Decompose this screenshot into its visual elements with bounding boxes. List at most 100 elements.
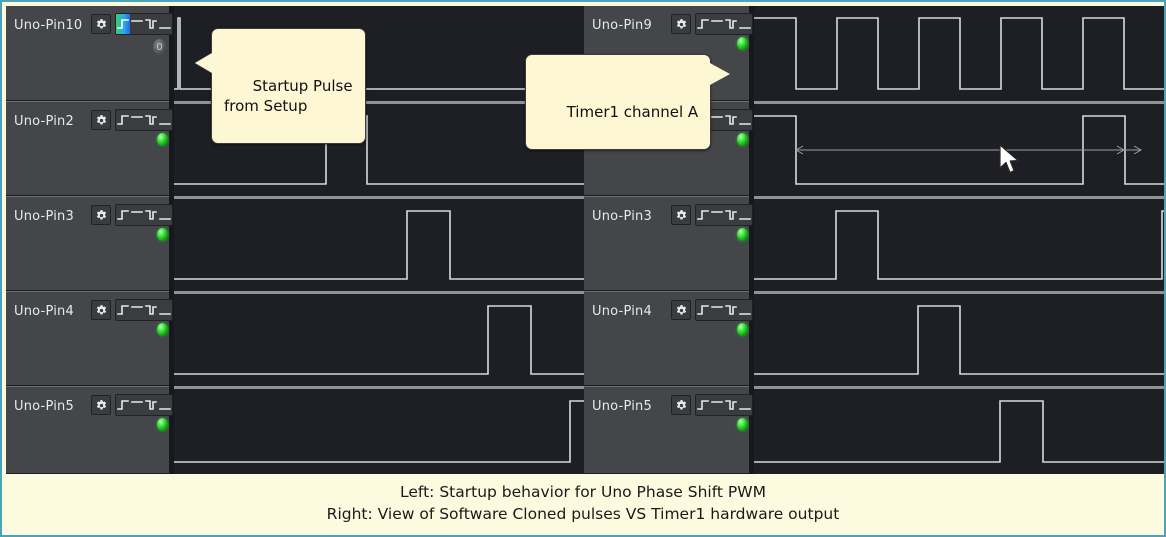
falling-edge-icon[interactable] <box>144 14 158 34</box>
rising-edge-icon[interactable] <box>696 14 710 34</box>
channel-name-label: Uno-Pin10 <box>14 18 83 33</box>
waveform-trace <box>174 294 584 386</box>
high-level-icon[interactable] <box>710 205 724 225</box>
waveform-trace <box>754 294 1164 386</box>
falling-edge-icon[interactable] <box>724 300 738 320</box>
channel-label-pane[interactable]: Uno-Pin5 <box>6 386 173 474</box>
falling-edge-icon[interactable] <box>724 205 738 225</box>
channel-icon-bar <box>91 13 173 35</box>
waveform-plot[interactable] <box>754 386 1164 474</box>
channel-label-pane[interactable]: Uno-Pin4 <box>6 291 173 386</box>
trigger-mode-buttons <box>115 204 173 226</box>
low-level-icon[interactable] <box>738 14 752 34</box>
channel-icon-bar <box>91 299 173 321</box>
waveform-trace <box>754 199 1164 291</box>
callout-startup-pulse: Startup Pulse from Setup <box>195 28 366 144</box>
gear-icon[interactable] <box>91 205 111 225</box>
rising-edge-icon[interactable] <box>116 300 130 320</box>
waveform-trace <box>754 6 1164 101</box>
low-level-icon[interactable] <box>158 205 172 225</box>
low-level-icon[interactable] <box>158 14 172 34</box>
callout-startup-text: Startup Pulse from Setup <box>224 77 353 115</box>
gear-icon[interactable] <box>671 205 691 225</box>
channel-name-label: Uno-Pin3 <box>592 209 652 224</box>
gear-icon[interactable] <box>671 14 691 34</box>
high-level-icon[interactable] <box>130 395 144 415</box>
gear-icon[interactable] <box>91 14 111 34</box>
falling-edge-icon[interactable] <box>144 110 158 130</box>
high-level-icon[interactable] <box>130 300 144 320</box>
rising-edge-icon[interactable] <box>116 110 130 130</box>
high-level-icon[interactable] <box>130 110 144 130</box>
low-level-icon[interactable] <box>738 395 752 415</box>
trigger-mode-buttons <box>695 204 753 226</box>
callout-timer-text: Timer1 channel A <box>566 103 699 121</box>
high-level-icon[interactable] <box>710 300 724 320</box>
rising-edge-icon[interactable] <box>116 205 130 225</box>
channel-row: Uno-Pin5 <box>584 386 1164 474</box>
led-indicator-icon <box>157 133 168 146</box>
falling-edge-icon[interactable] <box>724 395 738 415</box>
waveform-plot[interactable] <box>754 6 1164 101</box>
falling-edge-icon[interactable] <box>144 300 158 320</box>
led-indicator-icon <box>737 228 748 241</box>
rising-edge-icon[interactable] <box>116 395 130 415</box>
low-level-icon[interactable] <box>738 300 752 320</box>
high-level-icon[interactable] <box>130 205 144 225</box>
waveform-trace <box>754 104 1164 196</box>
low-level-icon[interactable] <box>158 395 172 415</box>
low-level-icon[interactable] <box>158 110 172 130</box>
rising-edge-icon[interactable] <box>116 14 130 34</box>
led-indicator-icon <box>157 228 168 241</box>
channel-icon-bar <box>671 13 753 35</box>
channel-name-label: Uno-Pin4 <box>592 304 652 319</box>
channel-count-badge: 0 <box>153 39 166 55</box>
gear-icon[interactable] <box>91 395 111 415</box>
waveform-plot[interactable] <box>174 291 584 386</box>
waveform-plot[interactable] <box>754 101 1164 196</box>
channel-row: Uno-Pin3 <box>6 196 584 291</box>
high-level-icon[interactable] <box>710 14 724 34</box>
high-level-icon[interactable] <box>130 14 144 34</box>
falling-edge-icon[interactable] <box>724 110 738 130</box>
channel-icon-bar <box>671 299 753 321</box>
gear-icon[interactable] <box>91 300 111 320</box>
falling-edge-icon[interactable] <box>144 395 158 415</box>
channel-icon-bar <box>91 109 173 131</box>
low-level-icon[interactable] <box>738 205 752 225</box>
channel-icon-bar <box>91 394 173 416</box>
falling-edge-icon[interactable] <box>724 14 738 34</box>
waveform-plot[interactable] <box>754 291 1164 386</box>
channel-label-pane[interactable]: Uno-Pin5 <box>584 386 753 474</box>
callout-timer1-channel-a: Timer1 channel A <box>525 54 731 150</box>
callout-tail <box>195 53 212 73</box>
trigger-mode-buttons <box>115 13 173 35</box>
gear-icon[interactable] <box>671 300 691 320</box>
channel-label-pane[interactable]: Uno-Pin3 <box>6 196 173 291</box>
led-indicator-icon <box>737 418 748 431</box>
channel-name-label: Uno-Pin5 <box>14 399 74 414</box>
waveform-plot[interactable] <box>174 386 584 474</box>
trigger-mode-buttons <box>115 109 173 131</box>
led-indicator-icon <box>737 323 748 336</box>
waveform-plot[interactable] <box>174 196 584 291</box>
channel-label-pane[interactable]: Uno-Pin2 <box>6 101 173 196</box>
mouse-pointer-icon <box>999 144 1019 174</box>
rising-edge-icon[interactable] <box>696 395 710 415</box>
rising-edge-icon[interactable] <box>696 205 710 225</box>
low-level-icon[interactable] <box>158 300 172 320</box>
channel-label-pane[interactable]: Uno-Pin4 <box>584 291 753 386</box>
waveform-plot[interactable] <box>754 196 1164 291</box>
channel-icon-bar <box>671 204 753 226</box>
low-level-icon[interactable] <box>738 110 752 130</box>
gear-icon[interactable] <box>91 110 111 130</box>
gear-icon[interactable] <box>671 395 691 415</box>
channel-icon-bar <box>671 394 753 416</box>
falling-edge-icon[interactable] <box>144 205 158 225</box>
channel-label-pane[interactable]: Uno-Pin10 0 <box>6 6 173 101</box>
high-level-icon[interactable] <box>710 395 724 415</box>
channel-label-pane[interactable]: Uno-Pin3 <box>584 196 753 291</box>
high-level-icon[interactable] <box>710 110 724 130</box>
rising-edge-icon[interactable] <box>696 300 710 320</box>
